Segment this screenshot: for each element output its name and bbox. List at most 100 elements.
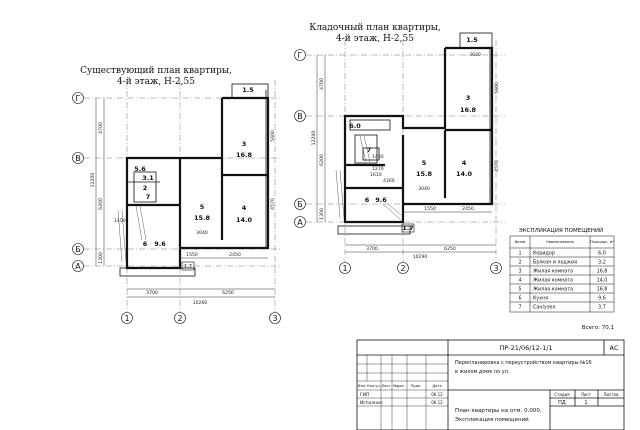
right-dim-l3: 1300	[319, 208, 325, 220]
schedule-r1-num: 1	[518, 251, 521, 257]
left-dim-s2: 4570	[270, 198, 276, 210]
right-room-7-num: 7	[367, 146, 372, 154]
schedule-r4-area: 14,0	[597, 278, 608, 284]
right-dim-br: 6250	[444, 246, 456, 252]
schedule-r6-num: 6	[518, 296, 521, 302]
left-badge-box	[181, 261, 195, 271]
right-axis-B: Б	[297, 200, 303, 209]
schedule-r2-area: 3,2	[598, 260, 606, 266]
schedule-r4-num: 4	[518, 278, 521, 284]
left-axis-3: 3	[272, 314, 277, 323]
schedule-r4-name: Жилая комната	[533, 278, 573, 284]
doc-code: ПР-21/06/12-1/1	[499, 344, 552, 352]
left-axis-2: 2	[177, 314, 182, 323]
sheet-h: Лист	[581, 392, 592, 397]
left-dim-s1: 5600	[270, 130, 276, 142]
left-axis-A: А	[75, 262, 81, 271]
right-room-3-num: 3	[466, 94, 471, 102]
left-walls	[125, 96, 270, 270]
left-room-2-area: 3.1	[142, 174, 154, 182]
left-plan: Существующий план квартиры, 4-й этаж, Н-…	[72, 66, 281, 324]
right-hatch	[335, 135, 402, 221]
left-dim-ltotal: 12200	[90, 173, 96, 188]
right-room-badge: 1.7	[402, 224, 414, 232]
schedule-r2-name: Балкон и лоджия	[533, 260, 577, 266]
left-axis-bubbles: Г В Б А 1 2 3	[72, 92, 281, 324]
left-room-5-num: 5	[200, 203, 205, 211]
left-room-2-num: 2	[143, 184, 148, 192]
right-dim-seg3: 3040	[418, 186, 430, 192]
left-room-6-num: 6	[143, 240, 148, 248]
role-isp: Исполнил	[360, 400, 383, 406]
left-dim-lines	[95, 98, 275, 298]
left-thin-walls	[119, 83, 269, 277]
right-plan-title-1: Кладочный план квартиры,	[309, 23, 441, 33]
left-dim-br: 6250	[222, 290, 234, 296]
left-dim-seg2: 2450	[229, 252, 241, 258]
title-block-grid	[357, 355, 448, 430]
stage-value: ПД	[558, 400, 566, 406]
left-dim-l1: 4700	[98, 122, 104, 134]
right-axis-1: 1	[342, 264, 347, 273]
schedule-h-area: Площадь, м²	[590, 240, 614, 244]
left-dim-seg1: 1550	[186, 252, 198, 258]
left-hatch	[117, 205, 147, 263]
left-dim-total: 10260	[193, 300, 208, 306]
right-dim-seg1: 1550	[424, 206, 436, 212]
schedule-r7-area: 3,7	[598, 305, 606, 311]
right-dim-m2: 1270	[372, 166, 384, 172]
left-axis-1: 1	[124, 314, 129, 323]
right-room-4-area: 14.0	[456, 170, 473, 178]
schedule-r6-name: Кухня	[533, 296, 548, 302]
left-room-4-num: 4	[242, 204, 247, 212]
stage-h: Стадия	[554, 392, 570, 397]
schedule-h-num: №пом	[515, 240, 526, 244]
right-badge-box	[401, 223, 415, 233]
schedule-r1-name: Коридор	[533, 251, 555, 257]
col-h-list: Лист	[381, 384, 390, 388]
left-dim-e1: 1450	[114, 218, 126, 224]
right-dim-s2: 4570	[494, 160, 500, 172]
sheet-value: 1	[584, 400, 587, 406]
doc-stage-mark: АС	[610, 344, 619, 352]
col-h-izm: Изм.	[358, 384, 366, 388]
right-dim-lines	[316, 55, 496, 253]
schedule-grid	[509, 235, 615, 313]
schedule-r3-num: 3	[518, 269, 521, 275]
col-h-kol: Кол.уч.	[367, 384, 381, 388]
left-room-small: 5.6	[134, 165, 146, 173]
right-dim-seg2: 2450	[462, 206, 474, 212]
left-room-7-num: 7	[146, 193, 151, 201]
left-axis-B: Б	[75, 245, 81, 254]
schedule-r3-area: 16,8	[597, 269, 608, 275]
right-axis-A: А	[297, 218, 303, 227]
schedule-title: ЭКСПЛИКАЦИЯ ПОМЕЩЕНИЙ	[519, 227, 603, 234]
left-room-5-area: 15.8	[194, 214, 211, 222]
right-room-1: 6.0	[349, 122, 361, 130]
left-room-labels: 1.5 3 16.8 5 15.8 4 14.0 6 9.6 2 3.1 7 5…	[134, 86, 254, 248]
left-axis-G: Г	[76, 94, 81, 103]
right-dim-l2: 6200	[319, 154, 325, 166]
right-axis-3: 3	[493, 264, 498, 273]
left-dim-l2: 6200	[98, 198, 104, 210]
description-line2: в жилом доме по ул.	[455, 369, 510, 375]
right-axis-G: Г	[298, 51, 303, 60]
right-room-labels: 6.0 1.5 3 16.8 5 15.8 4 14.0 6 9.6 7 1.7	[349, 36, 478, 232]
schedule-r5-area: 16,8	[597, 287, 608, 293]
col-h-podp: Подп.	[411, 384, 422, 388]
right-dim-ltotal: 12200	[311, 131, 317, 146]
left-room-3-num: 3	[242, 140, 247, 148]
col-h-date: Дата	[432, 384, 441, 388]
right-room-6-area: 9.6	[375, 196, 387, 204]
col-h-doc: №док.	[393, 384, 405, 388]
right-dim-m4: 4360	[383, 178, 395, 184]
right-dim-top: 3030	[469, 52, 481, 58]
right-room-6-num: 6	[365, 196, 370, 204]
right-dim-bl: 3700	[366, 246, 378, 252]
left-dim-seg3: 3040	[196, 230, 208, 236]
left-plan-title-2: 4-й этаж, Н-2,55	[117, 77, 195, 87]
right-axis-V: В	[297, 112, 303, 121]
room-schedule: ЭКСПЛИКАЦИЯ ПОМЕЩЕНИЙ №пом Наименование …	[509, 227, 615, 331]
